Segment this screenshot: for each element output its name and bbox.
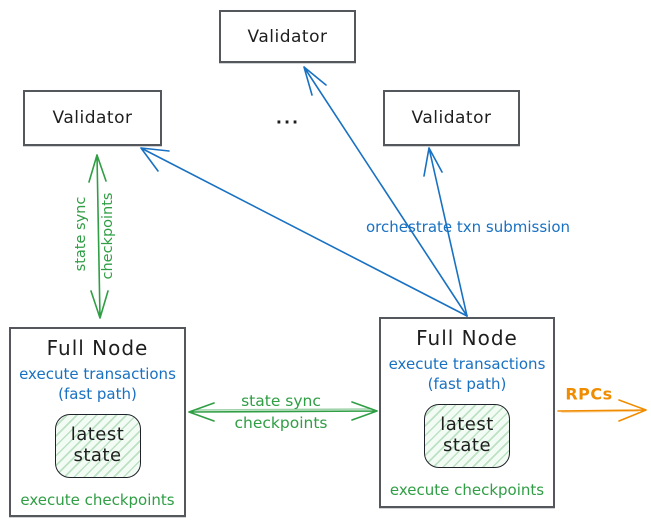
full-node-left-footer: execute checkpoints [20, 490, 175, 509]
state-sync-mid-label-line2: checkpoints [234, 414, 328, 432]
validator-top-label: Validator [247, 26, 328, 47]
validator-left-label: Validator [52, 108, 133, 128]
state-sync-mid-label-line1: state sync [241, 392, 321, 410]
state-sync-left-label-line2: checkpoints [100, 192, 116, 280]
full-node-right-latest-state-box: latest state [424, 403, 510, 468]
validator-left-box: Validator [23, 90, 162, 146]
rpcs-arrow-overlay [561, 410, 639, 413]
latest-state-line1: latest [440, 413, 494, 435]
full-node-right-footer: execute checkpoints [389, 480, 545, 499]
latest-state-line1: latest [70, 423, 125, 445]
validator-right-box: Validator [383, 90, 520, 146]
full-node-left-box: Full Node execute transactions (fast pat… [9, 327, 186, 517]
full-node-right-box: Full Node execute transactions (fast pat… [379, 317, 555, 508]
state-sync-left-label-line1: state sync [73, 196, 89, 272]
validator-top-box: Validator [219, 10, 356, 63]
rpcs-label: RPCs [565, 384, 613, 404]
full-node-right-exec-line1: execute transactions [388, 355, 546, 373]
orchestrate-label: orchestrate txn submission [365, 218, 571, 236]
latest-state-line2: state [442, 434, 492, 456]
full-node-left-latest-state-box: latest state [54, 413, 141, 478]
full-node-right-title: Full Node [416, 326, 518, 350]
full-node-left-exec-line2: (fast path) [58, 384, 137, 403]
validators-ellipsis: ... [275, 108, 301, 128]
full-node-left-exec-line1: execute transactions [19, 365, 176, 383]
latest-state-line2: state [73, 444, 122, 466]
full-node-left-title: Full Node [46, 336, 149, 360]
validator-right-label: Validator [411, 108, 492, 128]
full-node-right-exec-line2: (fast path) [427, 374, 507, 393]
